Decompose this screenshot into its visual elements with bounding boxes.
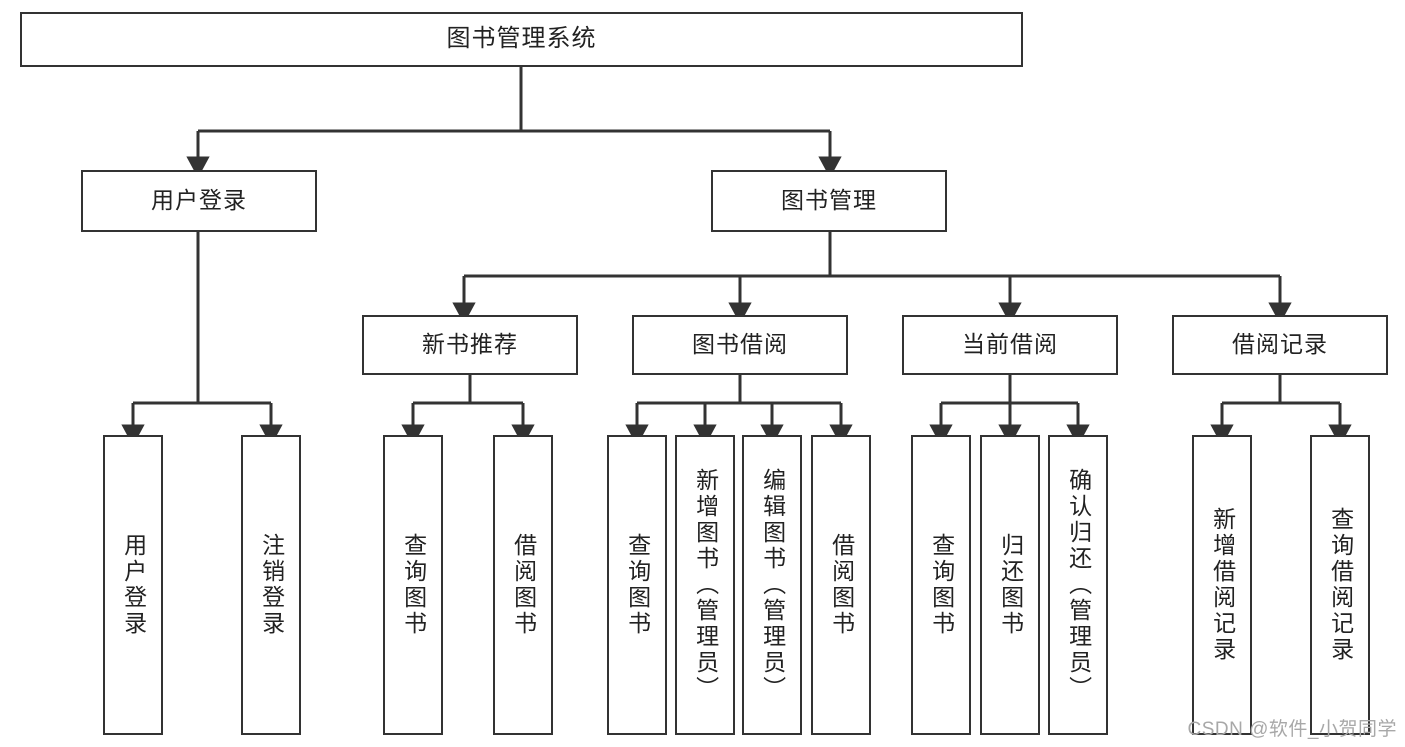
node-book-management[interactable]: 图书管理 — [711, 170, 947, 232]
leaf-label: 查询借阅记录 — [1327, 507, 1354, 663]
leaf-current-confirm-return-admin[interactable]: 确认归还（管理员） — [1048, 435, 1108, 735]
leaf-label: 新增图书（管理员） — [692, 468, 719, 702]
leaf-label: 查询图书 — [400, 533, 427, 637]
node-borrow-record[interactable]: 借阅记录 — [1172, 315, 1388, 375]
leaf-logout[interactable]: 注销登录 — [241, 435, 301, 735]
leaf-record-add-record[interactable]: 新增借阅记录 — [1192, 435, 1252, 735]
leaf-label: 确认归还（管理员） — [1065, 468, 1092, 702]
leaf-borrow-edit-book-admin[interactable]: 编辑图书（管理员） — [742, 435, 802, 735]
leaf-label: 用户登录 — [120, 533, 147, 637]
watermark-text: CSDN @软件_小贺同学 — [1187, 719, 1397, 740]
leaf-current-return-book[interactable]: 归还图书 — [980, 435, 1040, 735]
leaf-newbook-query-book[interactable]: 查询图书 — [383, 435, 443, 735]
leaf-label: 借阅图书 — [510, 533, 537, 637]
node-book-borrow[interactable]: 图书借阅 — [632, 315, 848, 375]
node-root-system[interactable]: 图书管理系统 — [20, 12, 1023, 67]
leaf-label: 借阅图书 — [828, 533, 855, 637]
leaf-user-login[interactable]: 用户登录 — [103, 435, 163, 735]
node-new-book-recommend[interactable]: 新书推荐 — [362, 315, 578, 375]
node-current-borrow[interactable]: 当前借阅 — [902, 315, 1118, 375]
leaf-label: 查询图书 — [928, 533, 955, 637]
leaf-label: 编辑图书（管理员） — [759, 468, 786, 702]
leaf-newbook-borrow-book[interactable]: 借阅图书 — [493, 435, 553, 735]
leaf-borrow-borrow-book[interactable]: 借阅图书 — [811, 435, 871, 735]
leaf-label: 新增借阅记录 — [1209, 507, 1236, 663]
leaf-current-query-book[interactable]: 查询图书 — [911, 435, 971, 735]
leaf-record-query-record[interactable]: 查询借阅记录 — [1310, 435, 1370, 735]
leaf-label: 查询图书 — [624, 533, 651, 637]
leaf-label: 归还图书 — [997, 533, 1024, 637]
node-user-login[interactable]: 用户登录 — [81, 170, 317, 232]
leaf-label: 注销登录 — [258, 533, 285, 637]
leaf-borrow-query-book[interactable]: 查询图书 — [607, 435, 667, 735]
leaf-borrow-add-book-admin[interactable]: 新增图书（管理员） — [675, 435, 735, 735]
